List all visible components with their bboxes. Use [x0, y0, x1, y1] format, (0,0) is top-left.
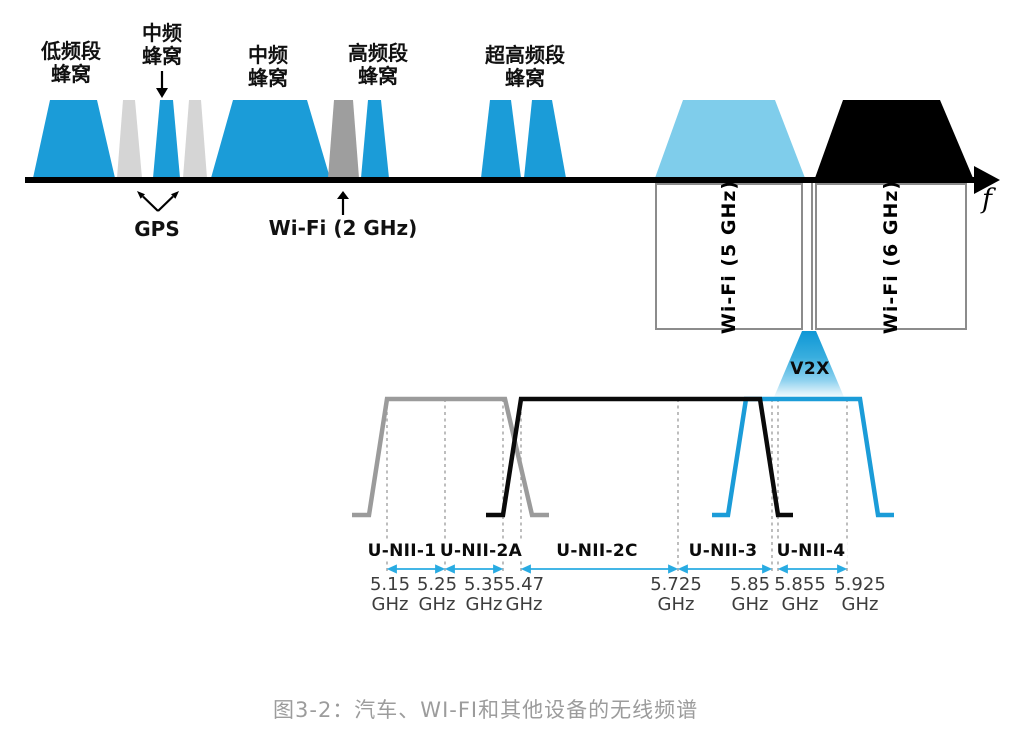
freq-label-5-35: 5.35 GHz — [464, 575, 504, 615]
freq-unit: GHz — [731, 594, 769, 615]
low-band-label-line1: 低频段 — [41, 39, 101, 63]
band-name-unii-2c: U-NII-2C — [554, 541, 640, 561]
band-name-unii-1: U-NII-1 — [365, 541, 439, 561]
freq-unit: GHz — [841, 594, 879, 615]
mid-band-small-cellular-trapezoid — [153, 100, 180, 178]
gps-band-trapezoid-1 — [117, 100, 142, 178]
mid-band-cellular-trapezoid — [211, 100, 330, 178]
unii-2c-3-mask-outline — [486, 396, 793, 518]
freq-value: 5.47 — [503, 574, 545, 595]
wifi-2ghz-label: Wi-Fi (2 GHz) — [268, 216, 418, 240]
freq-unit: GHz — [371, 594, 409, 615]
figure-caption: 图3-2：汽车、WI-FI和其他设备的无线频谱 — [273, 698, 699, 722]
wifi-5ghz-trapezoid — [655, 100, 805, 178]
band-span-arrows — [386, 564, 848, 574]
band-name-unii-4: U-NII-4 — [774, 541, 848, 561]
v2x-label: V2X — [790, 359, 830, 379]
mid-band-label-line1: 中频 — [248, 43, 288, 67]
mid-band-small-label-line2: 蜂窝 — [142, 44, 182, 68]
gps-label: GPS — [134, 217, 180, 241]
freq-label-5-855: 5.855 GHz — [774, 575, 826, 615]
wifi-2ghz-trapezoid — [328, 100, 359, 178]
mid-band-label: 中频 蜂窝 — [248, 44, 288, 90]
freq-unit: GHz — [781, 594, 819, 615]
freq-value: 5.35 — [463, 574, 505, 595]
gps-arrows-icon — [137, 191, 179, 212]
unii-1-2a-mask-outline — [352, 396, 549, 518]
mid-band-small-label-line1: 中频 — [142, 21, 182, 45]
mid-band-label-line2: 蜂窝 — [248, 66, 288, 90]
freq-unit: GHz — [657, 594, 695, 615]
low-band-label: 低频段 蜂窝 — [41, 40, 101, 86]
freq-value: 5.725 — [650, 574, 702, 595]
ultra-high-band-label: 超高频段 蜂窝 — [485, 44, 565, 90]
freq-label-5-725: 5.725 GHz — [650, 575, 702, 615]
wifi-6ghz-box: Wi-Fi (6 GHz) — [815, 179, 967, 334]
high-band-label: 高频段 蜂窝 — [348, 42, 408, 88]
axis-arrowhead-icon — [974, 166, 1000, 194]
freq-label-5-925: 5.925 GHz — [834, 575, 886, 615]
high-band-cellular-trapezoid — [361, 100, 389, 178]
wifi-5ghz-box-label: Wi-Fi (5 GHz) — [718, 179, 741, 334]
wifi-6ghz-trapezoid — [815, 100, 973, 178]
freq-value: 5.15 — [369, 574, 411, 595]
freq-label-5-85: 5.85 GHz — [730, 575, 770, 615]
v2x-band-mask-outline — [712, 396, 894, 518]
frequency-axis — [25, 177, 975, 183]
band-name-unii-2a: U-NII-2A — [437, 541, 525, 561]
ultra-high-band-label-line1: 超高频段 — [485, 43, 565, 67]
axis-f-label: f — [982, 184, 992, 215]
ultra-high-band-trapezoid-1 — [481, 100, 521, 178]
ultra-high-band-label-line2: 蜂窝 — [505, 66, 545, 90]
wifi-5ghz-box: Wi-Fi (5 GHz) — [655, 179, 803, 334]
freq-value: 5.85 — [729, 574, 771, 595]
freq-label-5-15: 5.15 GHz — [370, 575, 410, 615]
freq-value: 5.925 — [834, 574, 886, 595]
up-arrow-icon — [337, 191, 349, 215]
v2x-sliver-line — [811, 183, 813, 330]
high-band-label-line1: 高频段 — [348, 41, 408, 65]
freq-unit: GHz — [505, 594, 543, 615]
gps-band-trapezoid-2 — [183, 100, 207, 178]
ultra-high-band-trapezoid-2 — [524, 100, 566, 178]
freq-unit: GHz — [465, 594, 503, 615]
wifi-6ghz-box-label: Wi-Fi (6 GHz) — [880, 179, 903, 334]
band-name-unii-3: U-NII-3 — [686, 541, 760, 561]
down-arrow-icon — [156, 71, 168, 98]
freq-value: 5.25 — [416, 574, 458, 595]
low-band-label-line2: 蜂窝 — [51, 62, 91, 86]
high-band-label-line2: 蜂窝 — [358, 64, 398, 88]
freq-label-5-47: 5.47 GHz — [504, 575, 544, 615]
freq-value: 5.855 — [774, 574, 826, 595]
freq-unit: GHz — [418, 594, 456, 615]
low-band-cellular-trapezoid — [33, 100, 115, 178]
mid-band-small-label: 中频 蜂窝 — [142, 22, 182, 68]
freq-label-5-25: 5.25 GHz — [417, 575, 457, 615]
